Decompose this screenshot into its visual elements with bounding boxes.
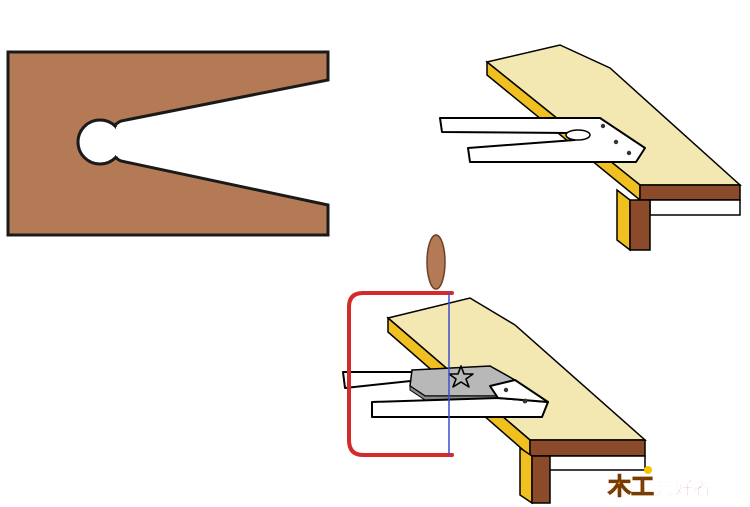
bench-pin-screw-3 <box>626 150 632 156</box>
bench-pin-screw-2 <box>613 139 619 145</box>
bench-pin-mount <box>489 379 549 403</box>
table-leg-side-upper <box>629 199 651 251</box>
table-under-upper <box>649 199 741 216</box>
table-leg-lower <box>519 446 533 505</box>
bench-pin-screw-4 <box>522 398 528 404</box>
table-leg-upper <box>616 188 631 252</box>
bench-pin-screw-1 <box>600 123 606 129</box>
saw-handle <box>426 234 446 290</box>
star-icon <box>448 365 474 388</box>
logo-sun-ray-icon <box>644 466 652 474</box>
bench-pin-slot-hole <box>565 129 591 141</box>
table-side-lower <box>529 439 646 457</box>
bench-pin-front-plate <box>371 397 549 418</box>
wedge-hole <box>76 118 124 166</box>
bench-pin-bottom <box>342 234 647 505</box>
wedge-cutout-icon <box>6 50 330 237</box>
table-side-upper <box>639 184 741 201</box>
table-under-lower <box>539 455 646 471</box>
bench-pin-icon <box>439 117 646 163</box>
saw-frame <box>347 291 454 457</box>
wedge-cutout-shape <box>6 50 330 237</box>
wedge-slot-fill <box>116 122 125 160</box>
table-leg-side-lower <box>531 455 551 504</box>
logo-text-right: 爱好者 <box>655 476 712 499</box>
logo-text-left: 木工 <box>607 474 654 500</box>
bench-pin-screw-5 <box>503 387 509 393</box>
woodworking-enthusiast-logo-icon: 木工 爱好者 <box>607 466 712 501</box>
bench-pin-back-arm <box>342 371 421 389</box>
bench-pin-top <box>439 44 742 252</box>
